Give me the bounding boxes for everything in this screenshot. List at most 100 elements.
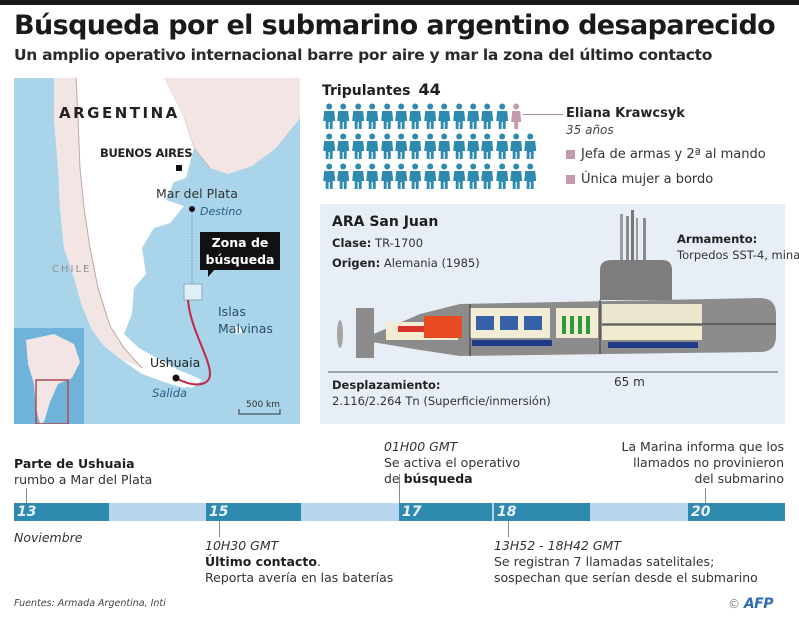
event-text: rumbo a Mar del Plata bbox=[14, 472, 153, 487]
crew-member-icon bbox=[409, 133, 422, 159]
crew-member-icon bbox=[510, 133, 523, 159]
crew-member-icon bbox=[366, 133, 379, 159]
submarine-name: ARA San Juan bbox=[332, 214, 439, 230]
timeline-tick bbox=[705, 488, 706, 503]
label-chile: CHILE bbox=[52, 264, 92, 275]
crew-member-icon bbox=[481, 103, 494, 129]
label-buenos-aires: BUENOS AIRES bbox=[100, 146, 193, 160]
crew-member-icon bbox=[337, 103, 350, 129]
crew-member-icon bbox=[467, 133, 480, 159]
legend-text: Única mujer a bordo bbox=[581, 172, 714, 187]
timeline-tick bbox=[508, 521, 509, 537]
highlight-connector-line bbox=[523, 114, 563, 115]
displacement-label: Desplazamiento: bbox=[332, 378, 441, 392]
crew-member-icon bbox=[452, 103, 465, 129]
crew-member-icon bbox=[323, 103, 336, 129]
crew-member-icon bbox=[351, 163, 364, 189]
event-last-contact: 10H30 GMT Último contacto. Reporta averí… bbox=[205, 538, 394, 585]
crew-member-icon bbox=[409, 103, 422, 129]
armament-label: Armamento: bbox=[677, 232, 758, 246]
page-title: Búsqueda por el submarino argentino desa… bbox=[14, 10, 776, 41]
crew-member-icon bbox=[380, 163, 393, 189]
event-satellite-calls: 13H52 - 18H42 GMT Se registran 7 llamada… bbox=[494, 538, 758, 586]
submarine-panel: ARA San Juan Clase: TR-1700 Origen: Alem… bbox=[320, 204, 799, 424]
crew-member-icon bbox=[395, 103, 408, 129]
event-search-start: 01H00 GMT Se activa el operativo de búsq… bbox=[384, 439, 520, 487]
crew-member-icon bbox=[495, 163, 508, 189]
length-label: 65 m bbox=[614, 375, 645, 389]
label-argentina: ARGENTINA bbox=[59, 104, 180, 122]
crew-member-icon bbox=[495, 133, 508, 159]
crew-legend-item: Jefa de armas y 2ª al mando bbox=[566, 147, 766, 162]
label-ushuaia: Ushuaia bbox=[150, 355, 201, 370]
event-text: La Marina informa que los bbox=[621, 439, 784, 454]
event-text: sospechan que serían desde el submarino bbox=[494, 570, 758, 585]
armament-value: Torpedos SST-4, minas de fondo bbox=[677, 248, 799, 262]
timeline-day-18: 18 bbox=[494, 503, 590, 521]
label-mar-del-plata: Mar del Plata bbox=[156, 186, 238, 201]
timeline-tick bbox=[26, 488, 27, 503]
event-text: Se registran 7 llamadas satelitales; bbox=[494, 554, 715, 569]
afp-credit: © AFP bbox=[728, 596, 774, 612]
crew-member-icon bbox=[467, 163, 480, 189]
crew-member-icon bbox=[323, 163, 336, 189]
copyright-icon: © bbox=[728, 597, 740, 611]
timeline-day-13: 13 bbox=[14, 503, 109, 521]
map-scale-label: 500 km bbox=[246, 400, 281, 410]
timeline-day-20: 20 bbox=[688, 503, 785, 521]
crew-member-icon bbox=[438, 133, 451, 159]
crew-member-icon bbox=[380, 133, 393, 159]
submarine-origin: Origen: Alemania (1985) bbox=[332, 256, 480, 270]
event-text: Reporta avería en las baterías bbox=[205, 570, 394, 585]
crew-member-icon bbox=[438, 103, 451, 129]
crew-member-icon bbox=[409, 163, 422, 189]
event-title: Parte de Ushuaia bbox=[14, 456, 135, 471]
crew-member-icon bbox=[351, 133, 364, 159]
crew-member-icon bbox=[351, 103, 364, 129]
crew-member-icon bbox=[423, 133, 436, 159]
crew-member-icon bbox=[337, 163, 350, 189]
map-graphic bbox=[14, 78, 300, 424]
crew-member-icon bbox=[423, 103, 436, 129]
top-rule bbox=[0, 0, 799, 5]
label-destino: Destino bbox=[200, 205, 243, 218]
origen-label: Origen: bbox=[332, 256, 381, 270]
highlight-crew-age: 35 años bbox=[566, 123, 614, 137]
timeline-month: Noviembre bbox=[14, 530, 83, 545]
event-text: de bbox=[384, 471, 404, 486]
callout-line1: Zona de bbox=[211, 235, 269, 250]
crew-member-icon bbox=[467, 103, 480, 129]
crew-member-icon bbox=[524, 163, 537, 189]
page-subtitle: Un amplio operativo internacional barre … bbox=[14, 46, 713, 64]
crew-member-icon bbox=[481, 163, 494, 189]
event-title: Último contacto bbox=[205, 554, 317, 569]
length-scale-line bbox=[328, 371, 778, 373]
submarine-class: Clase: TR-1700 bbox=[332, 236, 423, 250]
sources-note: Fuentes: Armada Argentina, Inti bbox=[14, 598, 166, 609]
crew-member-icon bbox=[423, 163, 436, 189]
event-text: Se activa el operativo bbox=[384, 455, 521, 470]
crew-member-icon bbox=[452, 133, 465, 159]
timeline-tick bbox=[219, 521, 220, 537]
crew-member-icon bbox=[395, 163, 408, 189]
crew-member-icon bbox=[366, 103, 379, 129]
displacement-value: 2.116/2.264 Tn (Superficie/inmersión) bbox=[332, 394, 551, 408]
event-time: 10H30 GMT bbox=[205, 538, 279, 553]
crew-label: Tripulantes bbox=[322, 83, 411, 99]
crew-member-icon bbox=[323, 133, 336, 159]
timeline-day-15: 15 bbox=[206, 503, 301, 521]
crew-member-icon bbox=[495, 103, 508, 129]
crew-member-icon bbox=[452, 163, 465, 189]
origen-value: Alemania (1985) bbox=[380, 256, 480, 270]
legend-text: Jefa de armas y 2ª al mando bbox=[581, 147, 766, 162]
legend-swatch bbox=[566, 150, 575, 159]
event-departure: Parte de Ushuaia rumbo a Mar del Plata bbox=[14, 456, 152, 488]
crew-row bbox=[322, 163, 542, 193]
crew-member-icon bbox=[510, 163, 523, 189]
timeline-day-17: 17 bbox=[399, 503, 492, 521]
event-text-bold: búsqueda bbox=[403, 471, 473, 486]
crew-member-icon bbox=[337, 133, 350, 159]
islands-line2: Malvinas bbox=[218, 321, 273, 336]
callout-line2: búsqueda bbox=[205, 252, 275, 267]
